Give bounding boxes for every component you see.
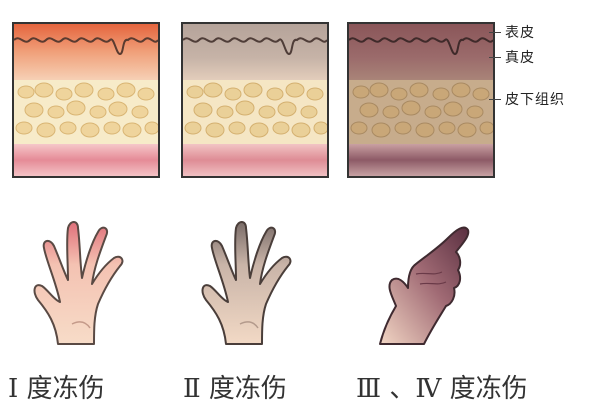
skin-layers-illustration-3 <box>349 24 493 176</box>
hand-degree-1-illustration <box>33 221 124 345</box>
skin-cross-section-degree-1 <box>12 22 160 178</box>
hand-degree-3-4-illustration <box>379 226 470 345</box>
skin-layers-illustration-1 <box>14 24 158 176</box>
caption-degree-3-4: Ⅲ 、Ⅳ 度冻伤 <box>356 374 528 404</box>
epidermis-label: 表皮 <box>505 25 535 41</box>
skin-cross-section-degree-2 <box>181 22 329 178</box>
dermis-leader-line <box>489 57 501 58</box>
epidermis-leader-line <box>489 32 501 33</box>
skin-layers-illustration-2 <box>183 24 327 176</box>
caption-degree-2: Ⅱ 度冻伤 <box>183 374 287 404</box>
subcutaneous-leader-line <box>489 99 501 100</box>
hand-degree-2-illustration <box>201 221 292 345</box>
caption-degree-1: Ⅰ 度冻伤 <box>8 374 105 404</box>
dermis-label: 真皮 <box>505 50 535 66</box>
skin-cross-section-degree-3-4 <box>347 22 495 178</box>
subcutaneous-label: 皮下组织 <box>505 92 565 108</box>
